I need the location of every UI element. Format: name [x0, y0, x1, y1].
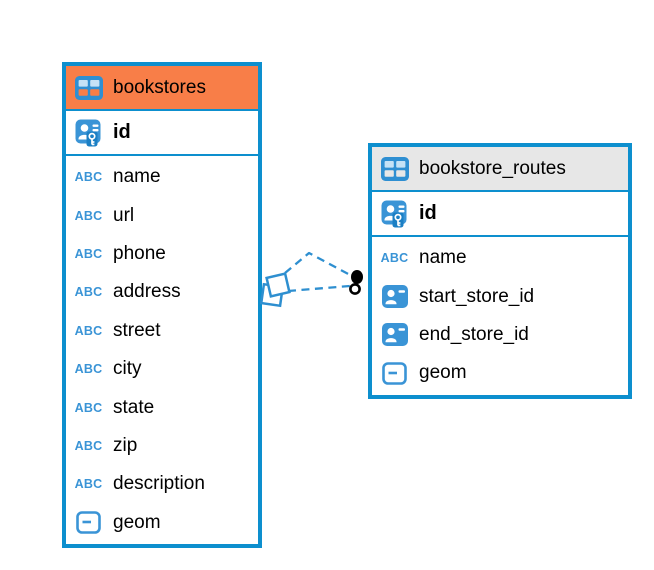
column-name: geom	[113, 511, 161, 533]
column-row-name[interactable]: ABC name	[66, 158, 258, 196]
column-type-icon-box	[73, 511, 104, 535]
text-type-icon: ABC	[74, 323, 103, 339]
column-name: geom	[419, 362, 467, 384]
table-header[interactable]: bookstore_routes	[372, 147, 628, 192]
text-type-icon: ABC	[380, 250, 409, 266]
column-name: name	[419, 247, 467, 269]
column-type-icon-box: ABC	[73, 323, 104, 339]
column-row-state[interactable]: ABC state	[66, 388, 258, 426]
connector-source-squares-marker[interactable]	[259, 272, 291, 308]
text-type-icon: ABC	[74, 285, 103, 300]
column-row-zip[interactable]: ABC zip	[66, 427, 258, 465]
column-name: url	[113, 204, 135, 226]
reference-type-icon	[381, 285, 408, 309]
connector-dot-marker	[351, 270, 363, 284]
column-type-icon-box	[379, 362, 410, 385]
column-type-icon-box: ABC	[73, 476, 104, 492]
table-icon	[379, 156, 410, 181]
column-name: street	[113, 319, 161, 341]
text-type-icon: ABC	[74, 476, 103, 492]
column-row-end_store_id[interactable]: end_store_id	[372, 316, 628, 354]
column-type-icon-box: ABC	[73, 400, 104, 415]
column-name: name	[113, 166, 161, 188]
column-row-address[interactable]: ABC address	[66, 273, 258, 311]
column-name: state	[113, 396, 155, 418]
column-name: city	[113, 358, 142, 380]
column-type-icon-box: ABC	[379, 250, 410, 266]
column-name: zip	[113, 434, 138, 456]
primary-key-row[interactable]: id	[372, 192, 628, 237]
table-title: bookstores	[113, 76, 206, 98]
reference-type-icon	[381, 323, 408, 347]
text-type-icon: ABC	[74, 169, 103, 185]
table-icon	[73, 75, 104, 100]
primary-key-label: id	[419, 202, 437, 224]
geometry-type-icon	[76, 511, 101, 535]
geometry-type-icon	[382, 362, 407, 385]
table-title: bookstore_routes	[419, 157, 566, 179]
text-type-icon: ABC	[74, 246, 103, 262]
column-type-icon-box: ABC	[73, 361, 104, 377]
column-type-icon-box: ABC	[73, 169, 104, 185]
column-row-start_store_id[interactable]: start_store_id	[372, 277, 628, 315]
column-type-icon-box: ABC	[73, 438, 104, 454]
fk-connector-line-lower[interactable]	[287, 284, 351, 293]
column-type-icon-box	[379, 285, 410, 309]
text-type-icon: ABC	[74, 438, 103, 454]
primary-key-label: id	[113, 121, 131, 143]
column-row-geom[interactable]: geom	[372, 354, 628, 392]
column-name: phone	[113, 242, 166, 264]
column-type-icon-box: ABC	[73, 285, 104, 300]
column-row-name[interactable]: ABC name	[372, 239, 628, 277]
table-header[interactable]: bookstores	[66, 66, 258, 111]
column-type-icon-box	[379, 323, 410, 347]
primary-key-icon	[73, 119, 104, 147]
column-row-url[interactable]: ABC url	[66, 196, 258, 234]
connector-ring-marker	[349, 283, 361, 295]
fk-connector-line-upper[interactable]	[284, 251, 353, 278]
column-row-geom[interactable]: geom	[66, 504, 258, 542]
primary-key-icon	[379, 200, 410, 228]
column-row-phone[interactable]: ABC phone	[66, 235, 258, 273]
text-type-icon: ABC	[74, 208, 103, 223]
text-type-icon: ABC	[74, 361, 103, 377]
column-name: end_store_id	[419, 323, 529, 345]
column-name: description	[113, 473, 205, 495]
column-row-city[interactable]: ABC city	[66, 350, 258, 388]
primary-key-row[interactable]: id	[66, 111, 258, 156]
column-row-street[interactable]: ABC street	[66, 312, 258, 350]
column-name: address	[113, 281, 181, 303]
column-type-icon-box: ABC	[73, 246, 104, 262]
column-row-description[interactable]: ABC description	[66, 465, 258, 503]
column-name: start_store_id	[419, 285, 535, 307]
text-type-icon: ABC	[74, 400, 103, 415]
column-type-icon-box: ABC	[73, 208, 104, 223]
